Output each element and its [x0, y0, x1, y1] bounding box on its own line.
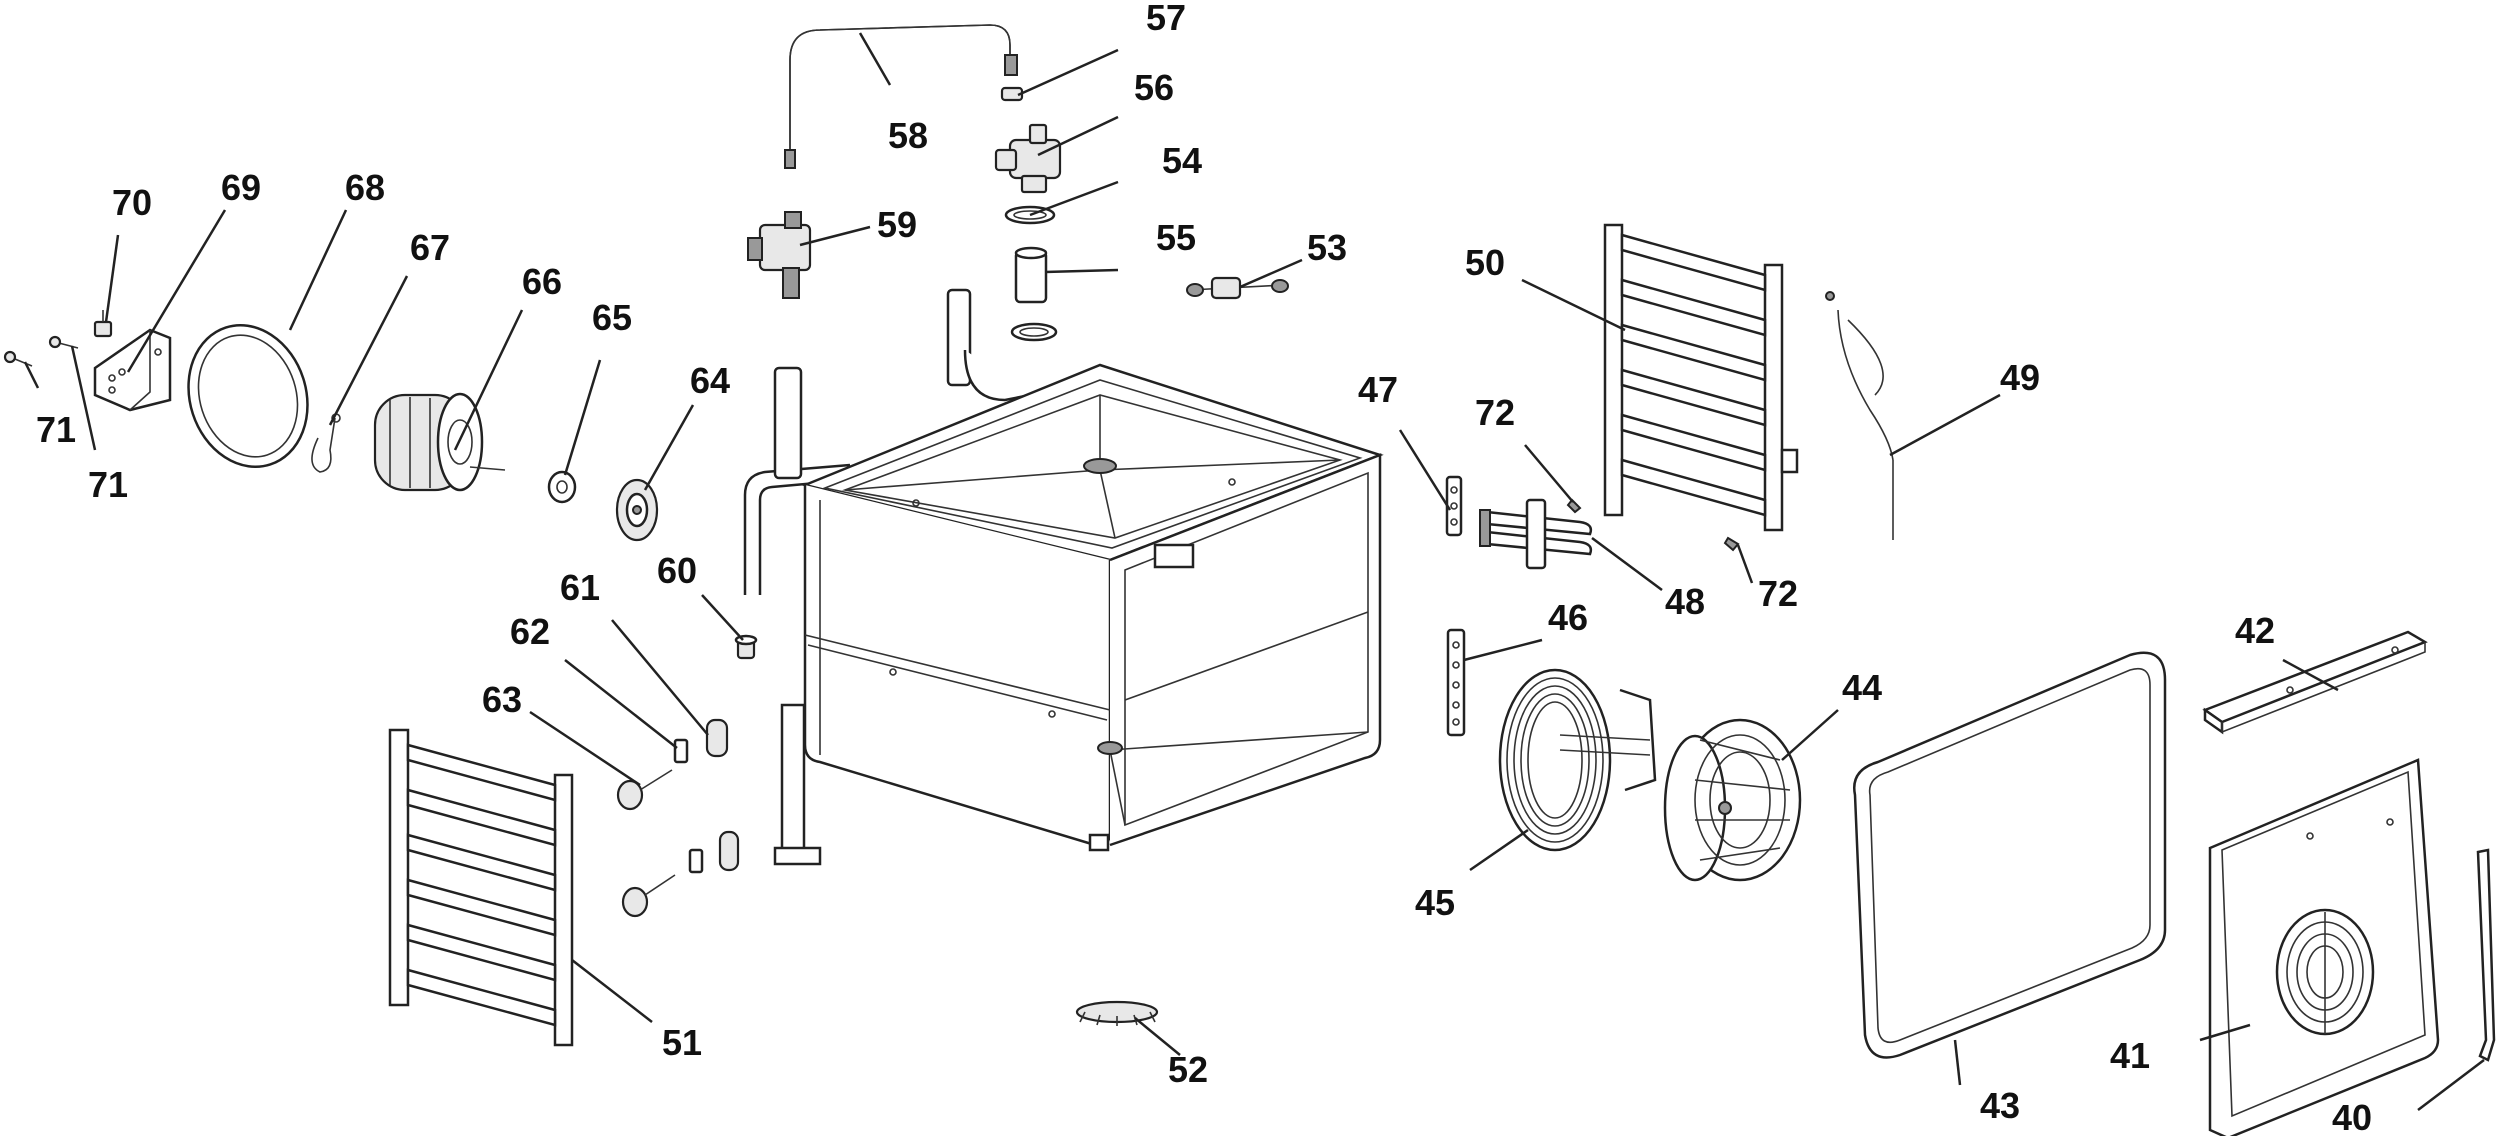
part-49-thermocouple: [1825, 291, 1894, 540]
callout-46: 46: [1548, 597, 1588, 638]
callout-72-right: 72: [1758, 573, 1798, 614]
callout-54: 54: [1162, 140, 1202, 181]
callout-47: 47: [1358, 369, 1398, 410]
leader-lines: [23, 32, 2485, 1111]
callout-72-top: 72: [1475, 392, 1515, 433]
part-58-tube: [784, 24, 1018, 169]
callout-40: 40: [2332, 1097, 2372, 1136]
callout-65: 65: [592, 297, 632, 338]
part-lower-clamp: [1010, 322, 1058, 342]
part-68-gasket-ring: [187, 323, 309, 469]
callout-55: 55: [1156, 217, 1196, 258]
callout-52: 52: [1168, 1049, 1208, 1090]
part-41-back-panel: [2208, 758, 2440, 1136]
part-61-springs: [705, 718, 740, 872]
part-67-clip: [311, 413, 341, 473]
callout-51: 51: [662, 1022, 702, 1063]
part-63-igniters: [616, 769, 676, 918]
callout-49: 49: [2000, 357, 2040, 398]
part-64-disc: [615, 478, 659, 542]
callout-57: 57: [1146, 0, 1186, 38]
part-71-screws: [3, 335, 79, 367]
callout-71-left: 71: [36, 409, 76, 450]
callout-56: 56: [1134, 67, 1174, 108]
callout-53: 53: [1307, 227, 1347, 268]
callout-44: 44: [1842, 667, 1882, 708]
part-44-blower-wheel: [1663, 718, 1802, 882]
callout-41: 41: [2110, 1035, 2150, 1076]
part-43-door-gasket: [1853, 651, 2167, 1059]
part-70-screw: [93, 310, 113, 338]
part-59-valve: [747, 211, 812, 299]
part-47-bracket: [1445, 475, 1463, 537]
callout-69: 69: [221, 167, 261, 208]
part-69-bracket: [93, 328, 172, 412]
callout-67: 67: [410, 227, 450, 268]
part-46-bracket: [1446, 628, 1466, 737]
part-51-rack: [388, 728, 574, 1047]
part-40-strip: [2476, 848, 2496, 1062]
callout-50: 50: [1465, 242, 1505, 283]
part-52-burner-cap: [1075, 1000, 1159, 1026]
callout-68: 68: [345, 167, 385, 208]
callout-63: 63: [482, 679, 522, 720]
callout-48: 48: [1665, 581, 1705, 622]
callout-45: 45: [1415, 882, 1455, 923]
main-cabinet: [743, 288, 1384, 866]
part-72-screws: [1566, 498, 1740, 552]
callout-60: 60: [657, 550, 697, 591]
callout-43: 43: [1980, 1085, 2020, 1126]
part-60-grommet: [734, 634, 758, 660]
part-48-element: [1479, 498, 1593, 570]
callout-62: 62: [510, 611, 550, 652]
callout-labels: 57 58 56 54 59 55 53 70 69 68 67 66 65 6…: [36, 0, 2372, 1136]
part-62-brackets: [673, 738, 704, 874]
part-53-sensor: [1186, 276, 1289, 300]
callout-64: 64: [690, 360, 730, 401]
callout-42: 42: [2235, 610, 2275, 651]
callout-71-right: 71: [88, 464, 128, 505]
part-55-sleeve: [1014, 246, 1048, 304]
part-56-valve: [994, 123, 1062, 194]
callout-66: 66: [522, 261, 562, 302]
part-45-coil: [1498, 668, 1657, 852]
part-65-washer: [547, 470, 577, 504]
part-66-motor: [373, 392, 506, 492]
part-50-rack: [1603, 223, 1799, 532]
callout-59: 59: [877, 204, 917, 245]
callout-61: 61: [560, 567, 600, 608]
callout-58: 58: [888, 115, 928, 156]
callout-70: 70: [112, 182, 152, 223]
